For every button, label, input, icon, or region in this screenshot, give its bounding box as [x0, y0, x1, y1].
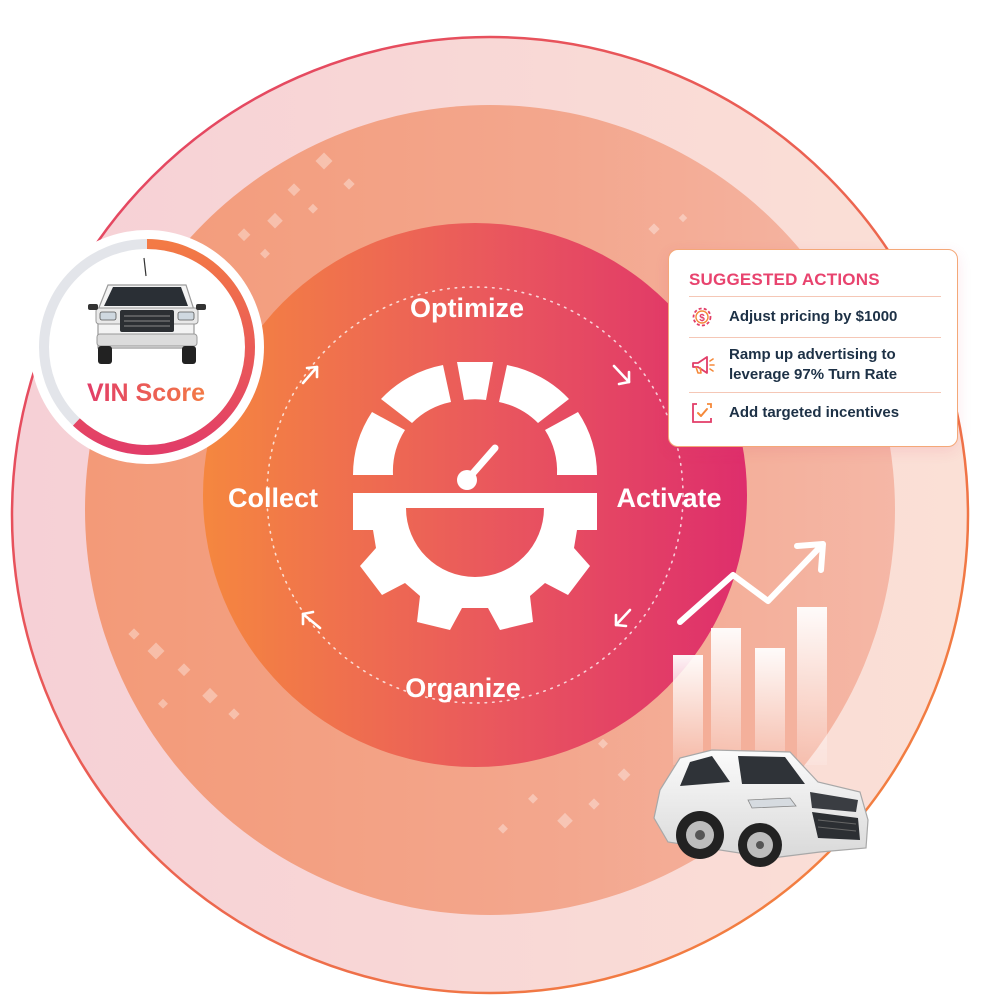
vin-score-label: VIN Score	[87, 379, 205, 407]
gear-gauge-icon	[353, 362, 597, 630]
megaphone-icon	[692, 356, 715, 374]
arrow-to-activate-icon	[612, 364, 631, 386]
stage-optimize: Optimize	[410, 293, 524, 323]
stage-organize: Organize	[405, 673, 521, 703]
bar-chart-icon	[673, 607, 827, 765]
arrow-to-optimize-icon	[301, 365, 319, 385]
dollar-gear-icon: $	[692, 307, 712, 327]
action-item-incentives[interactable]: Add targeted incentives	[689, 392, 941, 433]
suv-icon	[653, 749, 869, 867]
svg-text:$: $	[699, 313, 705, 324]
action-item-pricing[interactable]: $ Adjust pricing by $1000	[689, 296, 941, 337]
vin-score-badge: VIN Score	[30, 230, 264, 464]
arrow-to-collect-icon	[301, 610, 322, 630]
pickup-truck-icon	[88, 257, 206, 364]
stage-collect: Collect	[228, 483, 318, 513]
trend-up-arrow-icon	[677, 541, 826, 625]
action-text: Ramp up advertising to leverage 97% Turn…	[729, 346, 898, 383]
action-text: Adjust pricing by $1000	[729, 308, 898, 325]
vin-score-progress	[39, 239, 255, 455]
action-item-advertising[interactable]: Ramp up advertising to leverage 97% Turn…	[689, 337, 941, 392]
suggested-actions-title: SUGGESTED ACTIONS	[689, 270, 880, 289]
suggested-actions-card: SUGGESTED ACTIONS $ Adjust pricing by $1…	[668, 249, 958, 447]
action-text: Add targeted incentives	[729, 404, 900, 421]
cycle-arrows	[301, 364, 632, 630]
stage-activate: Activate	[616, 483, 721, 513]
checkbox-icon	[692, 403, 712, 423]
arrow-to-organize-icon	[614, 608, 632, 628]
cycle-path	[266, 286, 684, 704]
